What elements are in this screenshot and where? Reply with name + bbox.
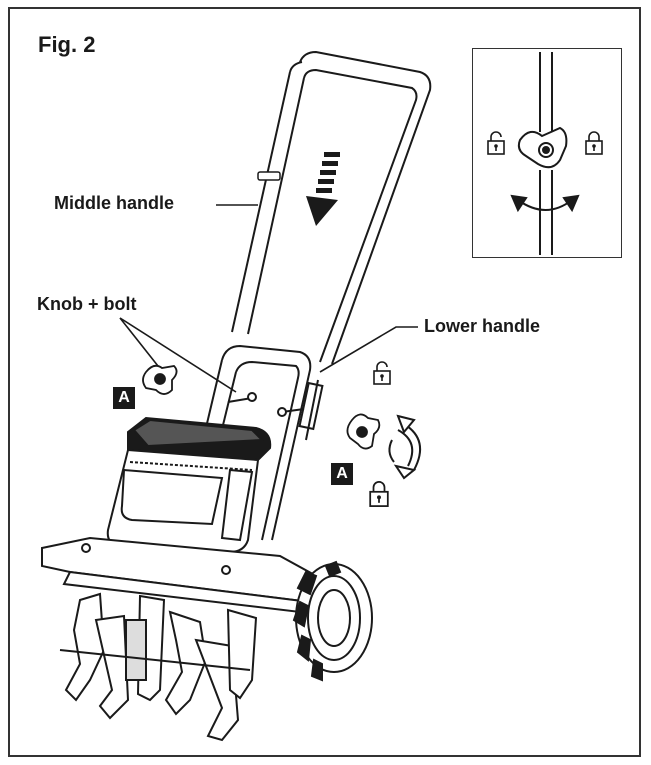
tine-guard (41, 536, 322, 614)
part-badge-a-right: A (331, 463, 353, 485)
bolt (227, 392, 305, 417)
lock-open-icon (373, 361, 391, 385)
leader-lines (119, 204, 418, 393)
figure-title: Fig. 2 (38, 32, 96, 57)
part-badge-a-left: A (113, 387, 135, 409)
inset-box (472, 48, 622, 258)
down-arrow-icon (306, 152, 340, 226)
motor-housing (106, 416, 272, 554)
tines (59, 592, 258, 742)
knob-exploded (346, 413, 381, 450)
wheel (292, 560, 373, 682)
middle-handle (231, 50, 432, 365)
lower-handle-label: Lower handle (424, 316, 541, 336)
lock-closed-icon (369, 480, 389, 508)
middle-handle-label: Middle handle (54, 193, 175, 213)
handle-clip (257, 171, 281, 181)
knob (142, 364, 178, 395)
rotate-arrow-icon (388, 414, 422, 480)
knob-bolt-label: Knob + bolt (37, 294, 137, 314)
